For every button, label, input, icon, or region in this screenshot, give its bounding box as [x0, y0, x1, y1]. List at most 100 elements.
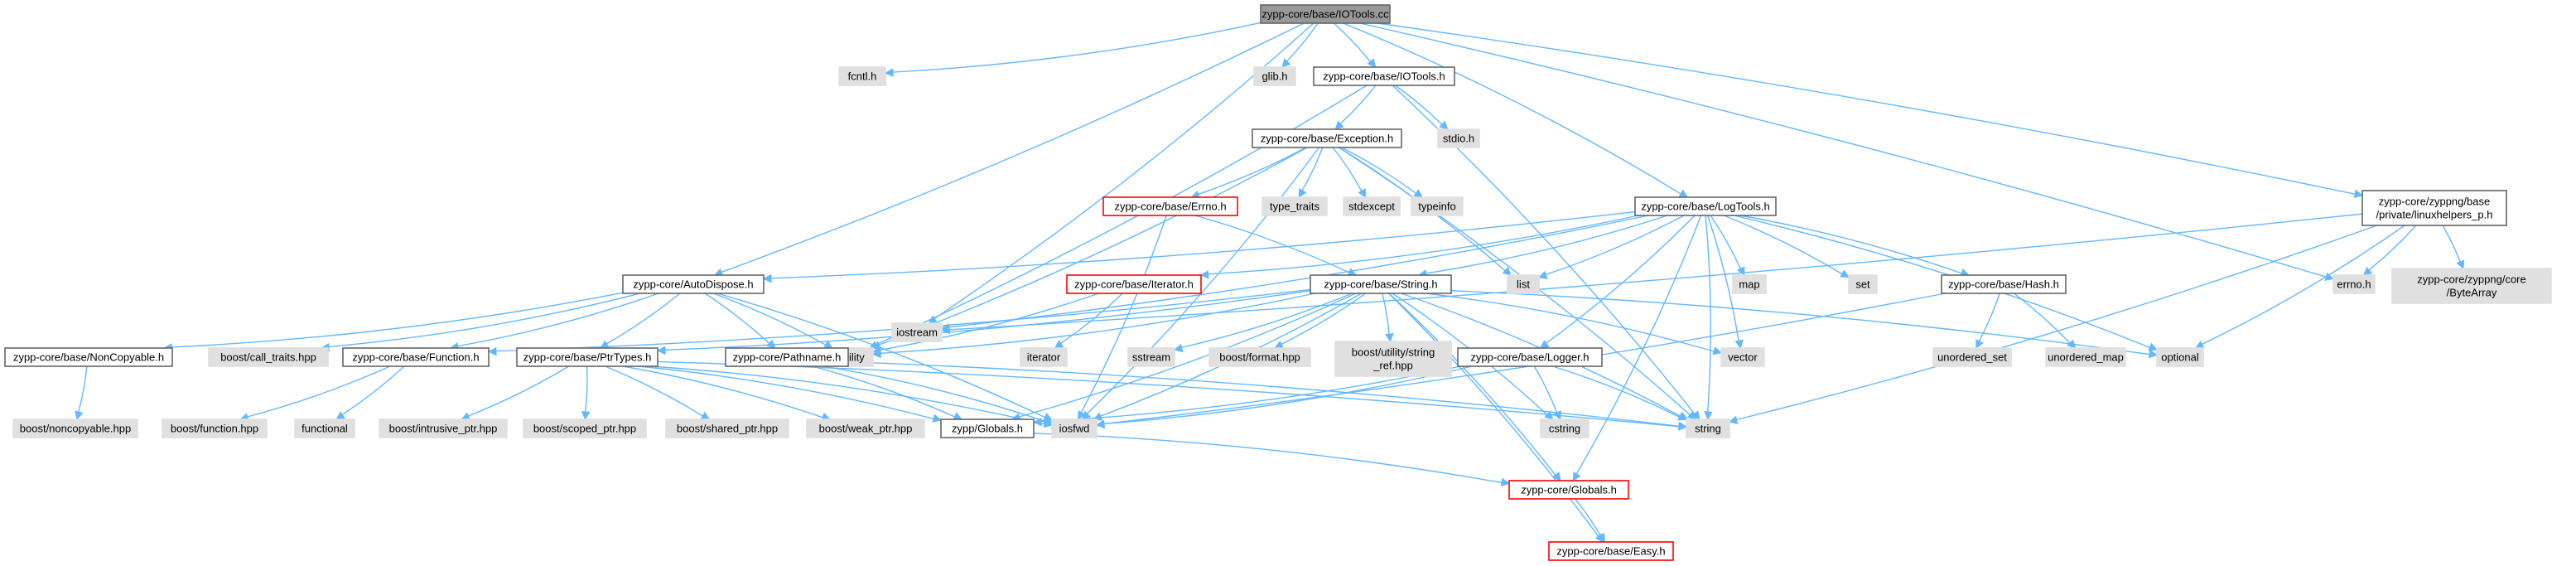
- node-noncopyable[interactable]: zypp-core/base/NonCopyable.h: [4, 347, 173, 367]
- node-zypp_globals[interactable]: zypp/Globals.h: [940, 418, 1035, 438]
- node-iterator_h[interactable]: zypp-core/base/Iterator.h: [1066, 274, 1202, 294]
- node-label: iterator: [1027, 351, 1061, 364]
- edge-hash_h-to-unordered_map: [2013, 293, 2071, 344]
- node-label: list: [1517, 278, 1530, 291]
- node-box: [806, 418, 925, 438]
- edge-logger-to-iosfwd: [1103, 365, 1472, 425]
- node-call_traits: boost/call_traits.hpp: [208, 347, 329, 367]
- node-label: zypp-core/base/Hash.h: [1948, 278, 2059, 291]
- node-label: set: [1855, 278, 1870, 291]
- node-label: iostream: [896, 327, 938, 339]
- edge-errno_hdr-to-iosfwd: [1080, 215, 1167, 414]
- arrowhead-ptrtypes-to-zypp_globals: [932, 414, 943, 423]
- node-scoped_ptr: boost/scoped_ptr.hpp: [523, 418, 647, 438]
- node-unordered_set: unordered_set: [1932, 347, 2012, 367]
- node-iotools_h[interactable]: zypp-core/base/IOTools.h: [1313, 66, 1455, 86]
- node-box: [1548, 541, 1674, 561]
- node-label: map: [1739, 278, 1759, 291]
- edge-pathname-to-zypp_globals: [812, 365, 955, 418]
- node-box: [2045, 347, 2126, 367]
- arrowhead-exception-to-typeinfo: [1413, 189, 1424, 198]
- edge-string_h-to-boost_format: [1281, 293, 1367, 345]
- edge-function_h-to-functional: [341, 365, 405, 416]
- arrowhead-string_h-to-string_ref: [1385, 332, 1394, 343]
- arrowhead-logger-to-string: [1677, 412, 1688, 421]
- edge-autodispose-to-utility: [712, 293, 827, 346]
- node-box: [940, 418, 1035, 438]
- node-hash_h[interactable]: zypp-core/base/Hash.h: [1941, 274, 2067, 294]
- node-label: zypp/Globals.h: [952, 423, 1023, 435]
- node-logtools[interactable]: zypp-core/base/LogTools.h: [1634, 196, 1777, 216]
- node-label: unordered_set: [1937, 351, 2007, 364]
- node-label: zypp-core/zyppng/core/ByteArray: [2417, 273, 2526, 299]
- node-label: fcntl.h: [848, 70, 877, 83]
- node-function_h[interactable]: zypp-core/base/Function.h: [342, 347, 490, 367]
- node-label: zypp-core/base/IOTools.h: [1323, 70, 1445, 83]
- edge-logger-to-string: [1552, 365, 1680, 418]
- edge-root-to-glib: [1286, 22, 1319, 62]
- edge-ptrtypes-to-intrusive_ptr: [468, 365, 570, 417]
- edge-autodispose-to-function_h: [457, 293, 659, 347]
- node-label: sstream: [1132, 351, 1170, 364]
- node-iterator: iterator: [1020, 347, 1068, 367]
- edge-logtools-to-list: [1546, 215, 1685, 276]
- arrowhead-logger-to-iosfwd: [1095, 419, 1105, 429]
- node-box: [1334, 341, 1452, 377]
- node-root[interactable]: zypp-core/base/IOTools.cc: [1260, 4, 1391, 24]
- node-box: [1507, 274, 1540, 294]
- edge-autodispose-to-pathname: [704, 293, 770, 344]
- node-box: [1253, 66, 1296, 86]
- arrowhead-string_h-to-boost_format: [1274, 340, 1285, 349]
- node-box: [379, 418, 508, 438]
- node-label: zypp-core/Pathname.h: [733, 351, 842, 364]
- edge-linuxhelpers-to-optional: [2202, 225, 2405, 346]
- node-linuxhelpers[interactable]: zypp-core/zyppng/base/private/linuxhelpe…: [2361, 190, 2507, 226]
- edge-function_h-to-boost_function: [247, 365, 391, 418]
- node-box: [1310, 274, 1452, 294]
- node-easy[interactable]: zypp-core/base/Easy.h: [1548, 541, 1674, 561]
- edge-string_h-to-ptrtypes: [664, 290, 1311, 351]
- node-exception[interactable]: zypp-core/base/Exception.h: [1252, 128, 1402, 148]
- node-label: zypp-core/base/Easy.h: [1556, 545, 1665, 558]
- node-box: [1313, 66, 1455, 86]
- node-label: cstring: [1549, 423, 1580, 435]
- node-label: string: [1695, 423, 1721, 435]
- arrowhead-linuxhelpers-to-optional: [2194, 341, 2205, 349]
- arrowhead-string_h-to-core_globals: [1551, 472, 1561, 481]
- arrowhead-logtools-to-list: [1537, 270, 1548, 279]
- node-errno_h: errno.h: [2332, 274, 2376, 294]
- arrowhead-core_globals-to-easy: [1596, 533, 1605, 543]
- node-box: [12, 418, 138, 438]
- node-box: [1260, 4, 1391, 24]
- node-errno_hdr[interactable]: zypp-core/base/Errno.h: [1102, 196, 1238, 216]
- arrowhead-zypp_globals-to-core_globals: [1500, 477, 1511, 487]
- node-pathname[interactable]: zypp-core/Pathname.h: [725, 347, 849, 367]
- node-label: zypp-core/base/Function.h: [352, 351, 479, 364]
- node-label: optional: [2161, 351, 2199, 364]
- node-box: [1634, 196, 1777, 216]
- node-label: zypp-core/base/Iterator.h: [1074, 278, 1194, 291]
- node-label: errno.h: [2337, 278, 2371, 291]
- node-label: stdexcept: [1348, 201, 1395, 213]
- node-core_globals[interactable]: zypp-core/Globals.h: [1508, 480, 1629, 500]
- node-fcntl: fcntl.h: [838, 66, 886, 86]
- edge-logger-to-cstring: [1533, 365, 1558, 414]
- node-intrusive_ptr: boost/intrusive_ptr.hpp: [379, 418, 508, 438]
- edge-ptrtypes-to-weak_ptr: [622, 365, 823, 418]
- arrowhead-exception-to-type_traits: [1298, 188, 1307, 198]
- node-string_h[interactable]: zypp-core/base/String.h: [1310, 274, 1452, 294]
- arrowhead-logtools-to-string: [1704, 411, 1713, 421]
- edge-autodispose-to-ptrtypes: [606, 293, 681, 345]
- node-label: vector: [1728, 351, 1758, 364]
- edge-pathname-to-iosfwd: [823, 365, 1045, 422]
- node-box: [891, 322, 943, 342]
- node-autodispose[interactable]: zypp-core/AutoDispose.h: [622, 274, 765, 294]
- edge-ptrtypes-to-zypp_globals: [638, 365, 934, 420]
- node-string_ref: boost/utility/string_ref.hpp: [1334, 341, 1452, 377]
- node-box: [1457, 347, 1603, 367]
- node-list: list: [1507, 274, 1540, 294]
- node-logger[interactable]: zypp-core/base/Logger.h: [1457, 347, 1603, 367]
- node-box: [1508, 480, 1629, 500]
- node-box: [342, 347, 490, 367]
- node-ptrtypes[interactable]: zypp-core/base/PtrTypes.h: [516, 347, 658, 367]
